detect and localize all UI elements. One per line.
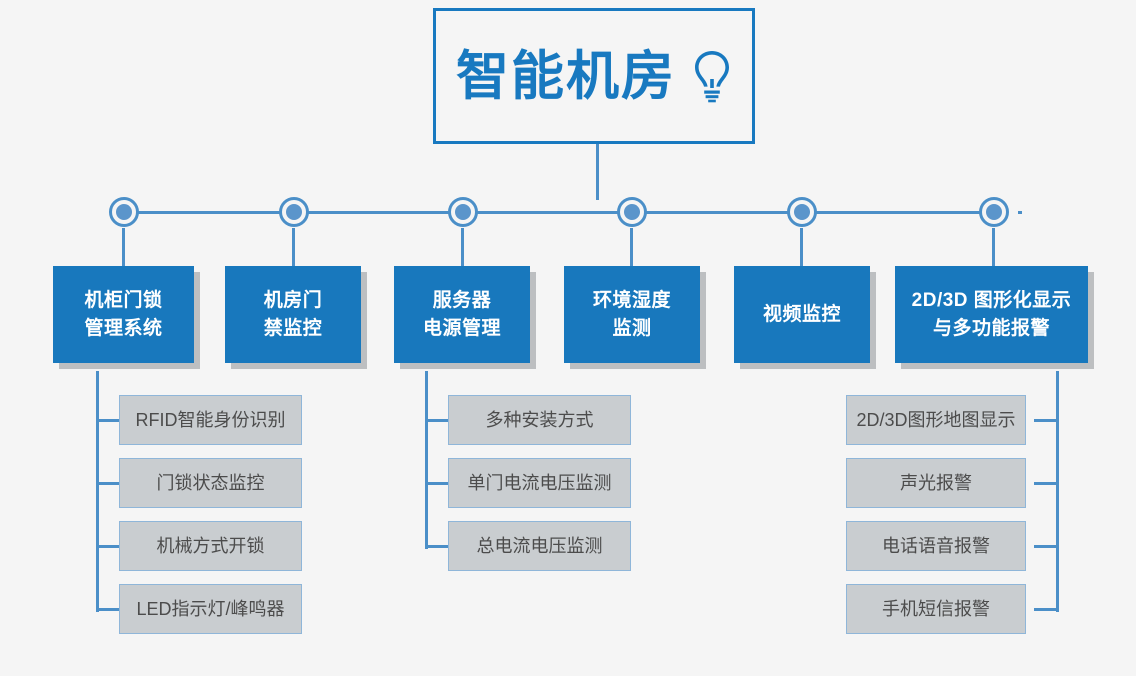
subgroup-stub-1-1 — [99, 419, 121, 422]
node-circle-1[interactable] — [109, 197, 139, 227]
node-drop-line-3 — [461, 228, 464, 266]
sub-item-label-1-3: 机械方式开锁 — [156, 536, 265, 556]
node-drop-line-5 — [800, 228, 803, 266]
sub-item-box-3-1[interactable]: 2D/3D图形地图显示 — [846, 395, 1026, 445]
subgroup-stub-2-2 — [428, 482, 450, 485]
category-label-6: 2D/3D 图形化显示 与多功能报警 — [911, 289, 1072, 339]
trunk-line-tip — [1018, 211, 1022, 214]
subgroup-stub-2-1 — [428, 419, 450, 422]
category-box-6[interactable]: 2D/3D 图形化显示 与多功能报警 — [895, 266, 1088, 363]
category-label-5: 视频监控 — [762, 303, 841, 325]
sub-item-label-1-1: RFID智能身份识别 — [135, 410, 286, 430]
subgroup-spine-1 — [96, 371, 99, 612]
sub-item-box-3-4[interactable]: 手机短信报警 — [846, 584, 1026, 634]
trunk-line — [122, 211, 994, 214]
title-box — [433, 8, 755, 144]
node-circle-2[interactable] — [279, 197, 309, 227]
subgroup-spine-3 — [1056, 371, 1059, 612]
sub-item-label-2-1: 多种安装方式 — [485, 410, 594, 430]
node-drop-line-2 — [292, 228, 295, 266]
subgroup-stub-3-2 — [1034, 482, 1056, 485]
subgroup-stub-1-2 — [99, 482, 121, 485]
subgroup-stub-2-3 — [428, 545, 450, 548]
node-circle-4[interactable] — [617, 197, 647, 227]
subgroup-stub-1-4 — [99, 608, 121, 611]
sub-item-box-2-3[interactable]: 总电流电压监测 — [448, 521, 631, 571]
category-label-2: 机房门 禁监控 — [263, 289, 323, 339]
category-label-4: 环境湿度 监测 — [592, 289, 671, 339]
sub-item-label-2-2: 单门电流电压监测 — [467, 473, 612, 493]
subgroup-stub-1-3 — [99, 545, 121, 548]
sub-item-label-2-3: 总电流电压监测 — [476, 536, 603, 556]
category-box-1[interactable]: 机柜门锁 管理系统 — [53, 266, 194, 363]
sub-item-label-3-2: 声光报警 — [900, 473, 972, 493]
category-label-3: 服务器 电源管理 — [422, 289, 501, 339]
node-circle-5[interactable] — [787, 197, 817, 227]
node-circle-6[interactable] — [979, 197, 1009, 227]
sub-item-box-1-1[interactable]: RFID智能身份识别 — [119, 395, 302, 445]
subgroup-stub-3-4 — [1034, 608, 1056, 611]
node-circle-3[interactable] — [448, 197, 478, 227]
subgroup-stub-3-3 — [1034, 545, 1056, 548]
sub-item-box-1-2[interactable]: 门锁状态监控 — [119, 458, 302, 508]
sub-item-label-3-1: 2D/3D图形地图显示 — [856, 410, 1016, 430]
node-drop-line-1 — [122, 228, 125, 266]
category-box-4[interactable]: 环境湿度 监测 — [564, 266, 700, 363]
category-box-3[interactable]: 服务器 电源管理 — [394, 266, 530, 363]
sub-item-box-1-3[interactable]: 机械方式开锁 — [119, 521, 302, 571]
category-box-5[interactable]: 视频监控 — [734, 266, 870, 363]
page-title: 智能机房 — [456, 46, 676, 106]
title-content: 智能机房 — [433, 8, 755, 144]
sub-item-box-2-2[interactable]: 单门电流电压监测 — [448, 458, 631, 508]
lightbulb-icon — [692, 49, 732, 103]
sub-item-label-1-4: LED指示灯/峰鸣器 — [136, 599, 285, 619]
sub-item-label-3-4: 手机短信报警 — [882, 599, 990, 619]
node-drop-line-4 — [630, 228, 633, 266]
subgroup-spine-2 — [425, 371, 428, 549]
title-connector-line — [596, 144, 599, 200]
sub-item-box-2-1[interactable]: 多种安装方式 — [448, 395, 631, 445]
sub-item-label-3-3: 电话语音报警 — [882, 536, 990, 556]
category-box-2[interactable]: 机房门 禁监控 — [225, 266, 361, 363]
sub-item-box-3-2[interactable]: 声光报警 — [846, 458, 1026, 508]
node-drop-line-6 — [992, 228, 995, 266]
category-label-1: 机柜门锁 管理系统 — [84, 289, 163, 339]
sub-item-box-1-4[interactable]: LED指示灯/峰鸣器 — [119, 584, 302, 634]
sub-item-label-1-2: 门锁状态监控 — [156, 473, 265, 493]
subgroup-stub-3-1 — [1034, 419, 1056, 422]
sub-item-box-3-3[interactable]: 电话语音报警 — [846, 521, 1026, 571]
